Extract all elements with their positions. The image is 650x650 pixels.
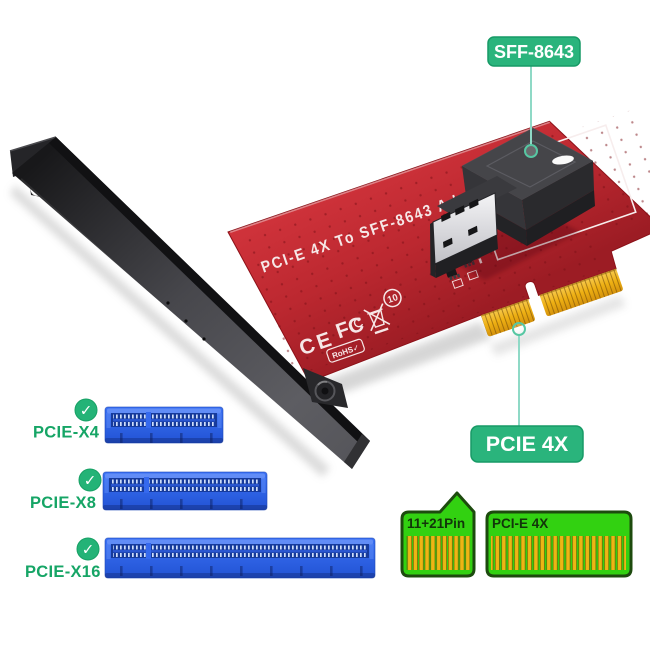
slot-label-x4: PCIE-X4 [33, 424, 100, 442]
fcc-inner-c [353, 317, 364, 328]
pinout-diagram: 11+21Pin PCI-E 4X [400, 491, 633, 578]
pins-count-label: 11+21Pin [407, 516, 465, 531]
svg-text:✓: ✓ [84, 473, 97, 490]
compatibility-row-x4: ✓ PCIE-X4 [33, 398, 224, 444]
bracket-strip [12, 137, 370, 469]
epup-mark: 10 [383, 288, 402, 308]
slot-label-x16: PCIE-X16 [25, 563, 101, 581]
via-dots-right [571, 107, 650, 237]
compatibility-row-x16: ✓ PCIE-X16 [25, 537, 376, 581]
bracket-tip [344, 434, 370, 469]
pin-strip-21 [491, 536, 626, 570]
svg-text:✓: ✓ [80, 403, 93, 420]
compatibility-row-x8: ✓ PCIE-X8 [30, 468, 268, 512]
receptacle-edge [430, 222, 436, 278]
callout-label-sff: SFF-8643 [494, 42, 574, 62]
check-icon [74, 398, 98, 422]
card-shadow [300, 322, 492, 405]
bracket-shadow [10, 185, 330, 477]
check-icon [78, 468, 102, 492]
connector-top-detail [485, 140, 577, 188]
svg-text:✓: ✓ [82, 542, 95, 559]
epup-number: 10 [386, 292, 400, 306]
interface-label: PCI-E 4X [492, 516, 548, 531]
receptacle-top [437, 176, 517, 218]
screw-icon [314, 380, 336, 402]
gold-shadow [490, 295, 626, 356]
weee-icon [363, 303, 391, 335]
connector-lower-rim-right [526, 190, 595, 246]
slot-label-x8: PCIE-X8 [30, 494, 96, 512]
mounting-bracket [9, 136, 370, 469]
callout-ring-pcie [512, 322, 526, 336]
bracket-top-edge [49, 137, 370, 447]
receptacle-slots [441, 198, 479, 248]
callout-box-sff [487, 36, 581, 67]
sff8643-connector [430, 127, 595, 278]
receptacle-base [435, 235, 498, 278]
bracket-sheen [18, 178, 332, 460]
callout-ring-sff [524, 144, 538, 158]
pcie-x16-slot [104, 537, 376, 579]
pcie-x4-slot [104, 406, 224, 444]
check-icon [76, 537, 100, 561]
callout-pcie4x: PCIE 4X [470, 322, 584, 463]
connector-right-face [522, 161, 594, 230]
callout-label-pcie: PCIE 4X [486, 432, 569, 456]
callout-box-pcie [470, 425, 584, 463]
pcb-edge-highlight [229, 121, 551, 234]
callout-sff8643: SFF-8643 [487, 36, 581, 158]
connector-top-slot [552, 155, 574, 165]
pcie-x8-slot [102, 471, 268, 511]
pin-strip-11 [406, 536, 470, 570]
gold-fingers [480, 268, 623, 337]
